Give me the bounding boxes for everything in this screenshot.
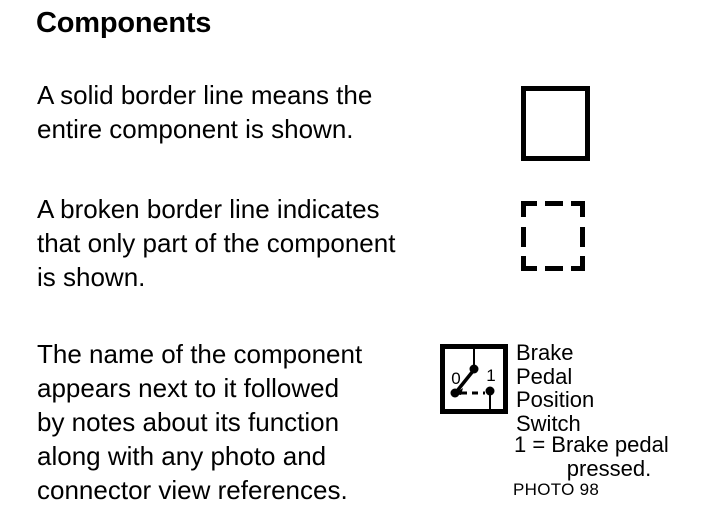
switch-lever-arm [455, 369, 475, 393]
dash-segment-bottom-right [571, 266, 585, 271]
component-function-note: 1 = Brake pedal pressed. [514, 433, 704, 480]
paragraph-solid-border: A solid border line means the entire com… [37, 80, 373, 144]
switch-right-terminal-node [485, 386, 495, 396]
dash-segment-top-left [521, 201, 537, 206]
switch-position-label-0: 0 [451, 369, 460, 388]
paragraph-component-name: The name of the component appears next t… [37, 339, 363, 505]
component-function-note-line-1: 1 = Brake pedal [514, 432, 669, 457]
dash-segment-top-middle [545, 201, 563, 206]
solid-border-box [521, 86, 590, 161]
page-title: Components [36, 7, 212, 39]
photo-reference: PHOTO 98 [513, 480, 600, 499]
switch-position-label-1: 1 [486, 366, 495, 385]
brake-pedal-position-switch-symbol: 0 1 [440, 344, 508, 414]
dash-segment-bottom-middle [545, 266, 563, 271]
dash-segment-left-bottom [521, 256, 526, 271]
broken-border-box [521, 201, 585, 271]
dash-segment-right-bottom [580, 256, 585, 271]
dash-segment-left-middle [521, 227, 526, 247]
dash-segment-right-top [580, 201, 585, 217]
dash-segment-right-middle [580, 227, 585, 247]
dash-segment-left-top [521, 201, 526, 217]
switch-pivot-node [450, 388, 460, 398]
component-function-note-line-2: pressed. [566, 455, 652, 481]
paragraph-broken-border: A broken border line indicates that only… [37, 194, 396, 292]
dash-segment-bottom-left [521, 266, 537, 271]
dash-segment-top-right [571, 201, 585, 206]
switch-schematic-icon: 0 1 [440, 344, 508, 414]
component-name-caption: Brake Pedal Position Switch [516, 340, 595, 436]
